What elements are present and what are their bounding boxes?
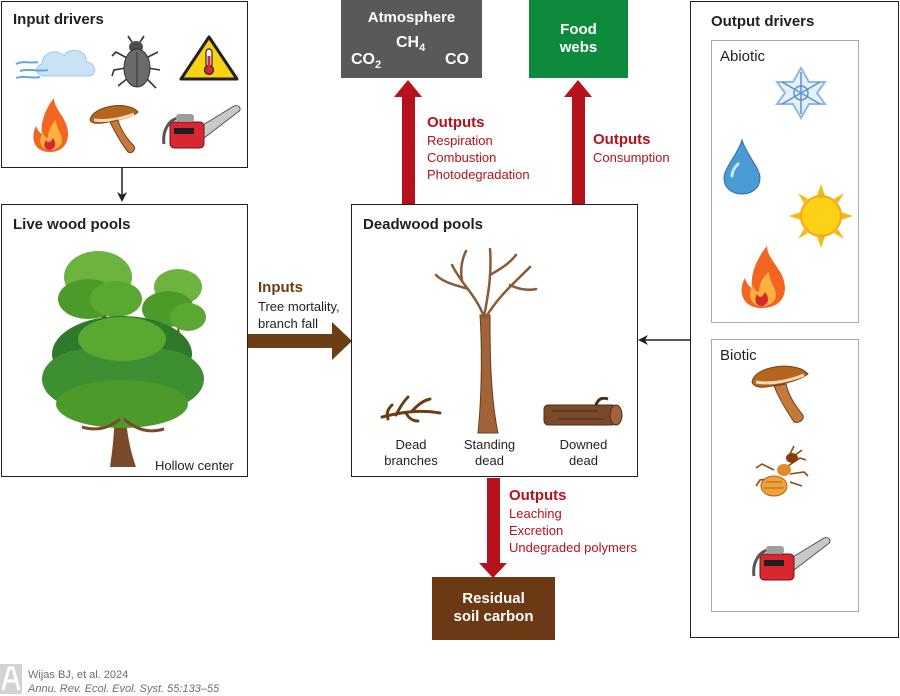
chainsaw-icon <box>752 537 831 581</box>
tree-icon <box>42 251 206 467</box>
live-wood-pools-title: Live wood pools <box>13 216 131 233</box>
chainsaw-icon <box>162 105 241 149</box>
atmosphere-box: Atmosphere CH4 CO2 CO <box>341 0 482 78</box>
live-wood-pools-box: Live wood pools Hollow center <box>1 204 248 477</box>
output-drivers-title: Output drivers <box>711 13 815 30</box>
mushroom-icon <box>89 105 139 153</box>
wind-icon <box>15 49 95 79</box>
co2-label: CO2 <box>351 51 382 72</box>
residual-soil-carbon-box: Residual soil carbon <box>432 577 555 640</box>
outputs-atmosphere-heading: Outputs <box>427 114 485 131</box>
water-drop-icon <box>723 138 761 195</box>
biotic-title: Biotic <box>720 347 757 364</box>
outputs-soil-heading: Outputs <box>509 487 567 504</box>
food-webs-box: Food webs <box>529 0 628 78</box>
foodwebs-output-arrow <box>564 80 592 205</box>
soil-output-arrow <box>479 478 507 578</box>
fire-icon <box>33 98 68 152</box>
annual-reviews-logo-icon <box>0 664 22 694</box>
food-webs-line-2: webs <box>559 39 598 56</box>
termite-icon <box>755 445 809 497</box>
co-label: CO <box>445 51 469 68</box>
outputs-foodwebs-line-1: Consumption <box>593 150 670 165</box>
atmosphere-output-arrow <box>394 80 422 205</box>
inputs-line-2: branch fall <box>258 316 318 331</box>
dead-tree-icon <box>434 247 538 434</box>
hollow-center-label: Hollow center <box>155 458 234 473</box>
abiotic-title: Abiotic <box>720 48 766 65</box>
deadwood-pools-title: Deadwood pools <box>363 216 483 233</box>
beetle-icon <box>111 35 161 89</box>
outputs-foodwebs-heading: Outputs <box>593 131 651 148</box>
credit-line-2: Annu. Rev. Ecol. Evol. Syst. 55:133–55 <box>28 683 220 695</box>
snowflake-icon <box>775 65 827 121</box>
inputs-line-1: Tree mortality, <box>258 299 340 314</box>
input-drivers-title: Input drivers <box>13 11 104 28</box>
atmosphere-title: Atmosphere <box>367 9 456 26</box>
outputs-soil-line-3: Undegraded polymers <box>509 540 637 555</box>
outputs-atmosphere-line-1: Respiration <box>427 133 493 148</box>
dead-branches-icon <box>380 395 442 423</box>
credit-line-1: Wijas BJ, et al. 2024 <box>28 669 129 681</box>
ch4-label: CH4 <box>396 34 426 55</box>
log-icon <box>543 397 623 426</box>
inputs-heading: Inputs <box>258 279 303 296</box>
fire-icon <box>741 246 785 308</box>
sun-icon <box>789 184 853 248</box>
inputs-flow-arrow <box>247 322 352 360</box>
residual-line-2: soil carbon <box>453 608 534 625</box>
warning-thermometer-icon <box>179 35 239 81</box>
food-webs-line-1: Food <box>560 21 597 38</box>
input-drivers-box: Input drivers <box>1 1 248 168</box>
outputs-atmosphere-line-2: Combustion <box>427 150 497 165</box>
outputs-atmosphere-line-3: Photodegradation <box>427 167 530 182</box>
mushroom-icon <box>751 365 809 423</box>
residual-line-1: Residual <box>462 590 525 607</box>
outputs-soil-line-2: Excretion <box>509 523 564 538</box>
outputs-soil-line-1: Leaching <box>509 506 562 521</box>
